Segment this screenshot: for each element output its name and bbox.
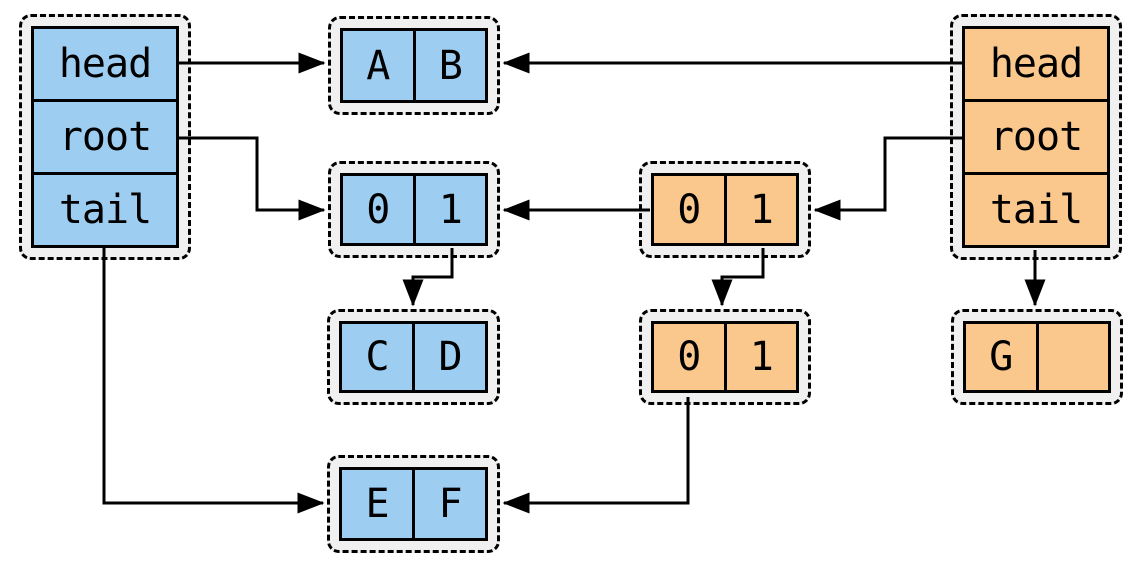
cell-g-empty [1035, 324, 1109, 390]
cell-orange-low-1: 1 [723, 324, 797, 390]
cell-f: F [412, 470, 485, 538]
cell-blue-1: 1 [412, 176, 486, 243]
edge-01-orange-low-0-to-ef [502, 397, 690, 514]
node-01-blue-body: 0 1 [340, 173, 488, 246]
cell-g: G [989, 334, 1013, 380]
edge-right-root-to-01-orange-mid [813, 136, 962, 221]
cell-e: E [365, 481, 389, 527]
node-ef: E F [327, 455, 500, 553]
node-cd-body: C D [339, 321, 488, 393]
cell-orange-mid-0: 0 [677, 186, 701, 233]
cell-orange-mid-1: 1 [723, 176, 797, 243]
node-left-list: head root tail [19, 14, 191, 260]
node-ef-body: E F [339, 467, 488, 541]
node-01-orange-mid-body: 0 1 [651, 173, 799, 246]
cell-right-root: root [965, 99, 1107, 172]
cell-a: A [366, 42, 390, 89]
cell-blue-0: 0 [366, 186, 390, 233]
edge-left-root-to-01-blue [178, 136, 326, 221]
node-01-blue: 0 1 [328, 161, 500, 258]
cell-left-head: head [58, 41, 152, 87]
node-g: G [951, 309, 1123, 405]
node-01-orange-low-body: 0 1 [651, 321, 799, 393]
node-right-list: head root tail [950, 14, 1122, 260]
node-ab-body: A B [340, 28, 488, 103]
edge-left-tail-to-ef [102, 248, 325, 514]
cell-right-head: head [989, 41, 1083, 87]
cell-c: C [365, 334, 389, 380]
cell-orange-low-0: 0 [677, 334, 701, 380]
cell-right-tail: tail [965, 172, 1107, 245]
node-right-list-body: head root tail [962, 26, 1110, 248]
cell-b: B [412, 31, 486, 100]
node-left-list-body: head root tail [31, 26, 179, 248]
node-ab: A B [328, 16, 500, 115]
cell-d: D [412, 324, 485, 390]
node-01-orange-mid: 0 1 [639, 161, 811, 258]
cell-left-root: root [34, 99, 176, 172]
cell-left-tail: tail [34, 172, 176, 245]
node-cd: C D [327, 309, 500, 405]
node-g-body: G [963, 321, 1111, 393]
node-01-orange-low: 0 1 [639, 309, 811, 405]
